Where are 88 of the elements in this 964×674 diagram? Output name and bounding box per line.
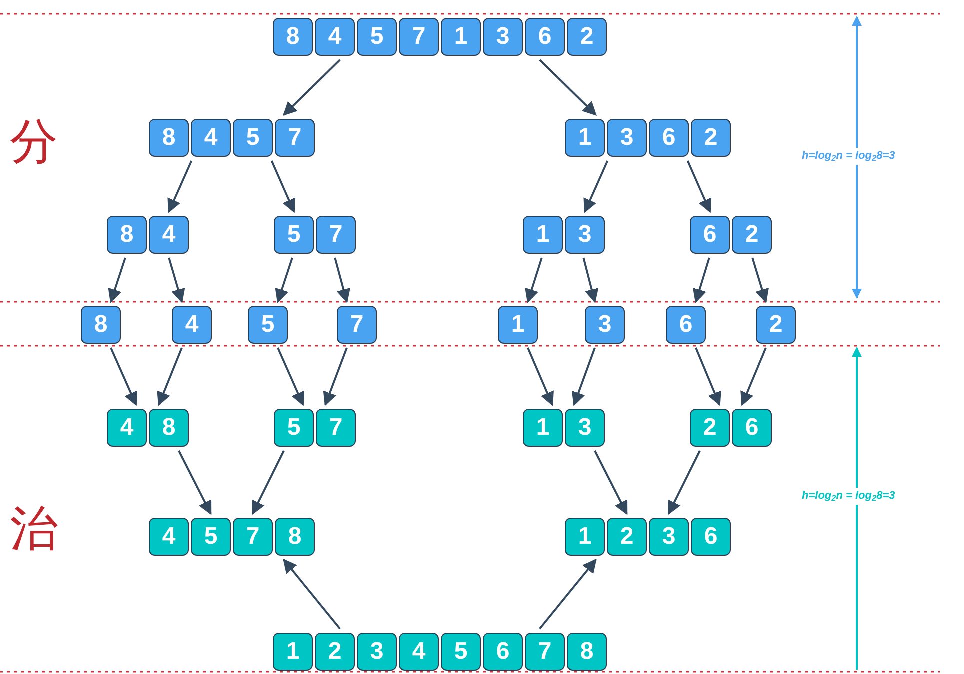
number-cell: 4 bbox=[399, 633, 439, 671]
number-cell: 1 bbox=[498, 306, 538, 344]
number-cell: 3 bbox=[565, 409, 605, 447]
number-cell: 6 bbox=[691, 518, 731, 556]
arrow bbox=[525, 258, 543, 304]
arrow bbox=[582, 258, 599, 304]
number-cell: 7 bbox=[337, 306, 377, 344]
arrow bbox=[686, 160, 712, 214]
arrow bbox=[752, 258, 770, 304]
number-cell: 3 bbox=[649, 518, 689, 556]
arrow bbox=[168, 258, 186, 304]
number-cell: 3 bbox=[357, 633, 397, 671]
number-cell: 1 bbox=[441, 18, 481, 56]
number-cell: 5 bbox=[441, 633, 481, 671]
arrow bbox=[277, 348, 305, 406]
arrow bbox=[572, 348, 596, 406]
arrow bbox=[539, 59, 597, 116]
arrow bbox=[740, 348, 767, 406]
number-cell: 6 bbox=[690, 216, 730, 254]
number-cell: 2 bbox=[567, 18, 607, 56]
number-cell: 2 bbox=[732, 216, 772, 254]
number-cell: 8 bbox=[107, 216, 147, 254]
number-cell: 7 bbox=[275, 119, 315, 157]
number-cell: 4 bbox=[315, 18, 355, 56]
number-cell: 8 bbox=[275, 518, 315, 556]
arrow bbox=[695, 348, 722, 406]
number-cell: 2 bbox=[315, 633, 355, 671]
arrow bbox=[584, 160, 609, 214]
number-cell: 4 bbox=[149, 518, 189, 556]
arrow bbox=[527, 348, 554, 406]
arrow bbox=[594, 450, 628, 516]
arrow bbox=[668, 450, 701, 516]
number-cell: 5 bbox=[248, 306, 288, 344]
number-cell: 6 bbox=[525, 18, 565, 56]
number-cell: 7 bbox=[316, 409, 356, 447]
number-cell: 6 bbox=[649, 119, 689, 157]
arrow bbox=[539, 558, 597, 630]
number-cell: 1 bbox=[565, 119, 605, 157]
arrow bbox=[283, 59, 341, 116]
number-cell: 7 bbox=[316, 216, 356, 254]
arrow bbox=[168, 160, 193, 214]
height-formula: h=log$_{2}$n = log$_{2}$8=3 bbox=[800, 148, 898, 164]
number-cell: 7 bbox=[233, 518, 273, 556]
arrow bbox=[323, 348, 348, 406]
arrow bbox=[108, 258, 126, 304]
number-cell: 2 bbox=[756, 306, 796, 344]
number-cell: 5 bbox=[191, 518, 231, 556]
number-cell: 8 bbox=[273, 18, 313, 56]
number-cell: 5 bbox=[274, 409, 314, 447]
height-formula: h=log$_{2}$n = log$_{2}$8=3 bbox=[800, 488, 898, 504]
number-cell: 4 bbox=[107, 409, 147, 447]
arrow bbox=[270, 160, 296, 214]
number-cell: 8 bbox=[567, 633, 607, 671]
number-cell: 8 bbox=[149, 409, 189, 447]
number-cell: 5 bbox=[274, 216, 314, 254]
stage-label: 治 bbox=[10, 505, 58, 553]
number-cell: 4 bbox=[172, 306, 212, 344]
number-cell: 7 bbox=[399, 18, 439, 56]
arrow bbox=[283, 558, 341, 630]
number-cell: 3 bbox=[607, 119, 647, 157]
number-cell: 2 bbox=[607, 518, 647, 556]
number-cell: 6 bbox=[483, 633, 523, 671]
stage-label: 分 bbox=[10, 118, 58, 166]
number-cell: 6 bbox=[732, 409, 772, 447]
arrow bbox=[692, 258, 710, 304]
arrow bbox=[252, 450, 285, 516]
number-cell: 2 bbox=[690, 409, 730, 447]
number-cell: 8 bbox=[81, 306, 121, 344]
arrow bbox=[275, 258, 294, 304]
number-cell: 4 bbox=[149, 216, 189, 254]
arrow bbox=[157, 348, 183, 406]
arrow bbox=[334, 258, 350, 304]
number-cell: 3 bbox=[565, 216, 605, 254]
number-cell: 6 bbox=[666, 306, 706, 344]
arrow bbox=[178, 450, 212, 516]
number-cell: 8 bbox=[149, 119, 189, 157]
arrow bbox=[110, 348, 138, 406]
number-cell: 1 bbox=[523, 409, 563, 447]
number-cell: 5 bbox=[357, 18, 397, 56]
number-cell: 3 bbox=[585, 306, 625, 344]
number-cell: 2 bbox=[691, 119, 731, 157]
number-cell: 1 bbox=[565, 518, 605, 556]
number-cell: 5 bbox=[233, 119, 273, 157]
number-cell: 7 bbox=[525, 633, 565, 671]
number-cell: 4 bbox=[191, 119, 231, 157]
number-cell: 1 bbox=[273, 633, 313, 671]
number-cell: 3 bbox=[483, 18, 523, 56]
number-cell: 1 bbox=[523, 216, 563, 254]
